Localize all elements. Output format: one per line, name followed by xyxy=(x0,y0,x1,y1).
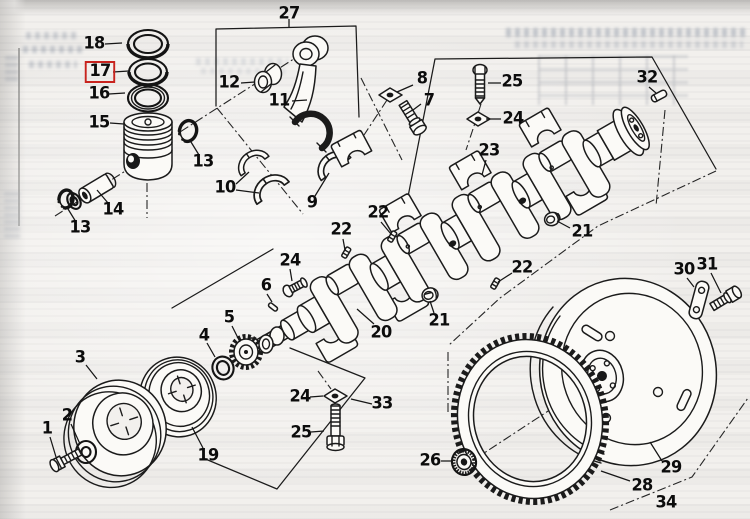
spacer-ring-4 xyxy=(211,355,235,381)
part-callout-33-subassembly-group: 33 xyxy=(371,393,394,414)
part-callout-14-piston-pin: 14 xyxy=(102,199,125,220)
part-callout-11-connecting-rod: 11 xyxy=(268,90,291,111)
rod-bolt-7 xyxy=(398,99,427,136)
plug-21-right xyxy=(543,211,561,227)
woodruff-key-6 xyxy=(267,302,279,312)
part-callout-28-ring-gear: 28 xyxy=(631,475,654,496)
circlip-13-left xyxy=(53,188,75,211)
piston-15 xyxy=(123,112,173,181)
part-callout-22c-set-screw: 22 xyxy=(511,257,534,278)
part-callout-26-pilot-bearing: 26 xyxy=(419,450,442,471)
part-callout-31-flywheel-bolt: 31 xyxy=(696,254,719,275)
part-callout-24b-bolt-with-washer: 24 xyxy=(279,250,302,271)
part-callout-6-woodruff-key: 6 xyxy=(260,275,272,296)
bolt-25-top xyxy=(472,63,488,105)
part-callout-7-rod-bolt: 7 xyxy=(423,90,435,111)
part-callout-21b-oil-gallery-plug: 21 xyxy=(428,310,451,331)
part-callout-32-dowel-pin: 32 xyxy=(636,67,659,88)
circlip-13-right xyxy=(173,118,199,144)
lock-washer-24-bottom xyxy=(323,388,348,404)
flywheel-29 xyxy=(529,277,718,467)
part-callout-34-flywheel-group: 34 xyxy=(655,492,678,513)
nose-collar xyxy=(258,326,285,354)
part-callout-25a-bolt: 25 xyxy=(501,71,524,92)
piston-ring-18 xyxy=(126,28,170,60)
dowel-pin-32 xyxy=(650,89,668,103)
ring-gear-28 xyxy=(450,333,610,505)
part-callout-10-big-end-bearing-shells: 10 xyxy=(214,177,237,198)
part-callout-25b-bolt: 25 xyxy=(290,422,313,443)
pulley-bolt-1 xyxy=(49,448,83,473)
part-callout-8-lock-plate: 8 xyxy=(416,68,428,89)
flywheel-bolt-31 xyxy=(709,285,743,312)
part-callout-22b-set-screw: 22 xyxy=(330,219,353,240)
part-callout-27-connecting-rod-group: 27 xyxy=(278,3,301,24)
piston-group xyxy=(53,28,199,211)
callout-leader-lines xyxy=(49,19,722,482)
lock-plate-8 xyxy=(378,87,403,103)
part-callout-18-compression-ring: 18 xyxy=(83,33,106,54)
oil-ring-16 xyxy=(126,83,170,113)
part-callout-16-oil-scraper-ring: 16 xyxy=(88,83,111,104)
lock-plate-30 xyxy=(688,280,710,320)
part-callout-30-lock-plate: 30 xyxy=(673,259,696,280)
bearing-cap-9 xyxy=(330,129,373,168)
part-callout-12-small-end-bushing: 12 xyxy=(218,72,241,93)
part-callout-5-timing-gear: 5 xyxy=(223,307,235,328)
part-callout-9-bearing-shell-cap: 9 xyxy=(306,192,318,213)
bolt-25-bottom xyxy=(326,403,345,452)
part-callout-15-piston: 15 xyxy=(88,112,111,133)
timing-gear-5 xyxy=(229,334,263,370)
part-callout-29-flywheel: 29 xyxy=(660,457,683,478)
plug-21-lower xyxy=(421,287,439,303)
part-callout-23-crankshaft: 23 xyxy=(478,140,501,161)
part-callout-4-spacer-ring: 4 xyxy=(198,325,210,346)
connecting-rod-group xyxy=(231,35,427,206)
group-boundary-lines xyxy=(54,25,749,511)
part-callout-13b-circlip: 13 xyxy=(69,217,92,238)
part-callout-21a-oil-gallery-plug: 21 xyxy=(571,221,594,242)
part-callout-1-pulley-bolt: 1 xyxy=(41,418,53,439)
part-callout-3-crankshaft-pulley: 3 xyxy=(74,347,86,368)
pilot-bearing-26 xyxy=(450,448,478,476)
part-callout-17-compression-ring: 17 xyxy=(84,61,116,83)
part-callout-13a-circlip: 13 xyxy=(192,151,215,172)
part-callout-19-pulley-hub: 19 xyxy=(197,445,220,466)
part-callout-20-crank-web: 20 xyxy=(370,322,393,343)
bolt-24b xyxy=(282,277,308,298)
part-callout-24a-lock-washer: 24 xyxy=(502,108,525,129)
part-callout-2-washer: 2 xyxy=(61,405,73,426)
part-callout-22a-set-screw: 22 xyxy=(367,202,390,223)
pulley-group xyxy=(49,326,285,489)
small-end-bushing-12 xyxy=(253,62,283,94)
connecting-rod-11 xyxy=(283,35,333,153)
part-callout-24c-lock-washer: 24 xyxy=(289,386,312,407)
